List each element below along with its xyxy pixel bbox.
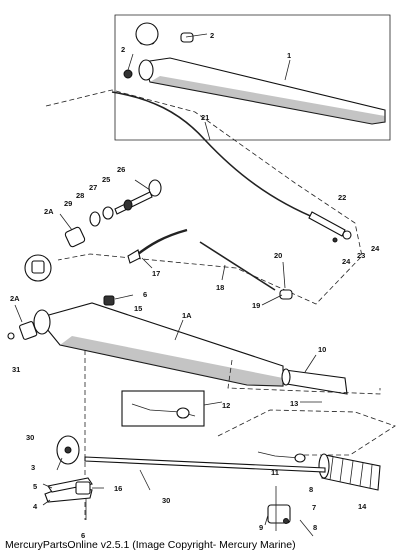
callout-30-bottom: 30 [162, 496, 170, 505]
cable-end-rod [308, 211, 352, 243]
callout-18: 18 [216, 283, 224, 292]
callout-13: 13 [290, 399, 298, 408]
callout-21: 21 [201, 113, 209, 122]
throttle-cable [111, 91, 321, 221]
throttle-rod [199, 241, 276, 291]
callout-6-bottom: 6 [81, 531, 85, 540]
tiller-arm-inset [114, 14, 391, 141]
cable-boundary [45, 89, 363, 305]
tiller-handle [33, 295, 284, 387]
callout-11: 11 [271, 468, 279, 477]
callout-1A: 1A [182, 311, 192, 320]
callout-28: 28 [76, 191, 84, 200]
callout-15: 15 [134, 304, 142, 313]
throttle-grip [284, 369, 348, 395]
callout-19: 19 [252, 301, 260, 310]
steering-shaft [84, 456, 326, 473]
callout-30-left: 30 [26, 433, 34, 442]
callout-27: 27 [89, 183, 97, 192]
copyright-footer: MercuryPartsOnline v2.5.1 (Image Copyrig… [5, 539, 296, 551]
callout-8-top: 8 [309, 485, 313, 494]
callout-8-bottom: 8 [313, 523, 317, 532]
callout-3: 3 [31, 463, 35, 472]
callout-23: 23 [357, 251, 365, 260]
callout-25: 25 [102, 175, 110, 184]
callout-6-top: 6 [143, 290, 147, 299]
callout-20: 20 [274, 251, 282, 260]
callout-16: 16 [114, 484, 122, 493]
callout-29: 29 [64, 199, 72, 208]
callout-2A-top: 2A [44, 207, 54, 216]
callout-10: 10 [318, 345, 326, 354]
callout-4: 4 [33, 502, 38, 511]
callout-12: 12 [222, 401, 230, 410]
callout-9: 9 [259, 523, 263, 532]
callout-24-left: 24 [342, 257, 351, 266]
callout-31: 31 [12, 365, 20, 374]
callout-labels: 1 2 2 21 26 25 27 28 29 2A 22 24 23 24 2… [10, 31, 380, 540]
callout-2-left: 2 [121, 45, 125, 54]
lower-right-bracket [267, 486, 291, 531]
throttle-shaft-parts [64, 179, 162, 248]
callout-2A-left: 2A [10, 294, 20, 303]
handle-grip [318, 453, 381, 491]
callout-2-top: 2 [210, 31, 214, 40]
callout-5: 5 [33, 482, 37, 491]
leader-lines [14, 33, 322, 537]
callout-26: 26 [117, 165, 125, 174]
callout-1: 1 [287, 51, 291, 60]
lower-bracket-parts [44, 435, 93, 520]
callout-22: 22 [338, 193, 346, 202]
callout-17: 17 [152, 269, 160, 278]
callout-24-right: 24 [371, 244, 380, 253]
callout-7: 7 [312, 503, 316, 512]
callout-14: 14 [358, 502, 367, 511]
flex-cable [132, 228, 188, 259]
